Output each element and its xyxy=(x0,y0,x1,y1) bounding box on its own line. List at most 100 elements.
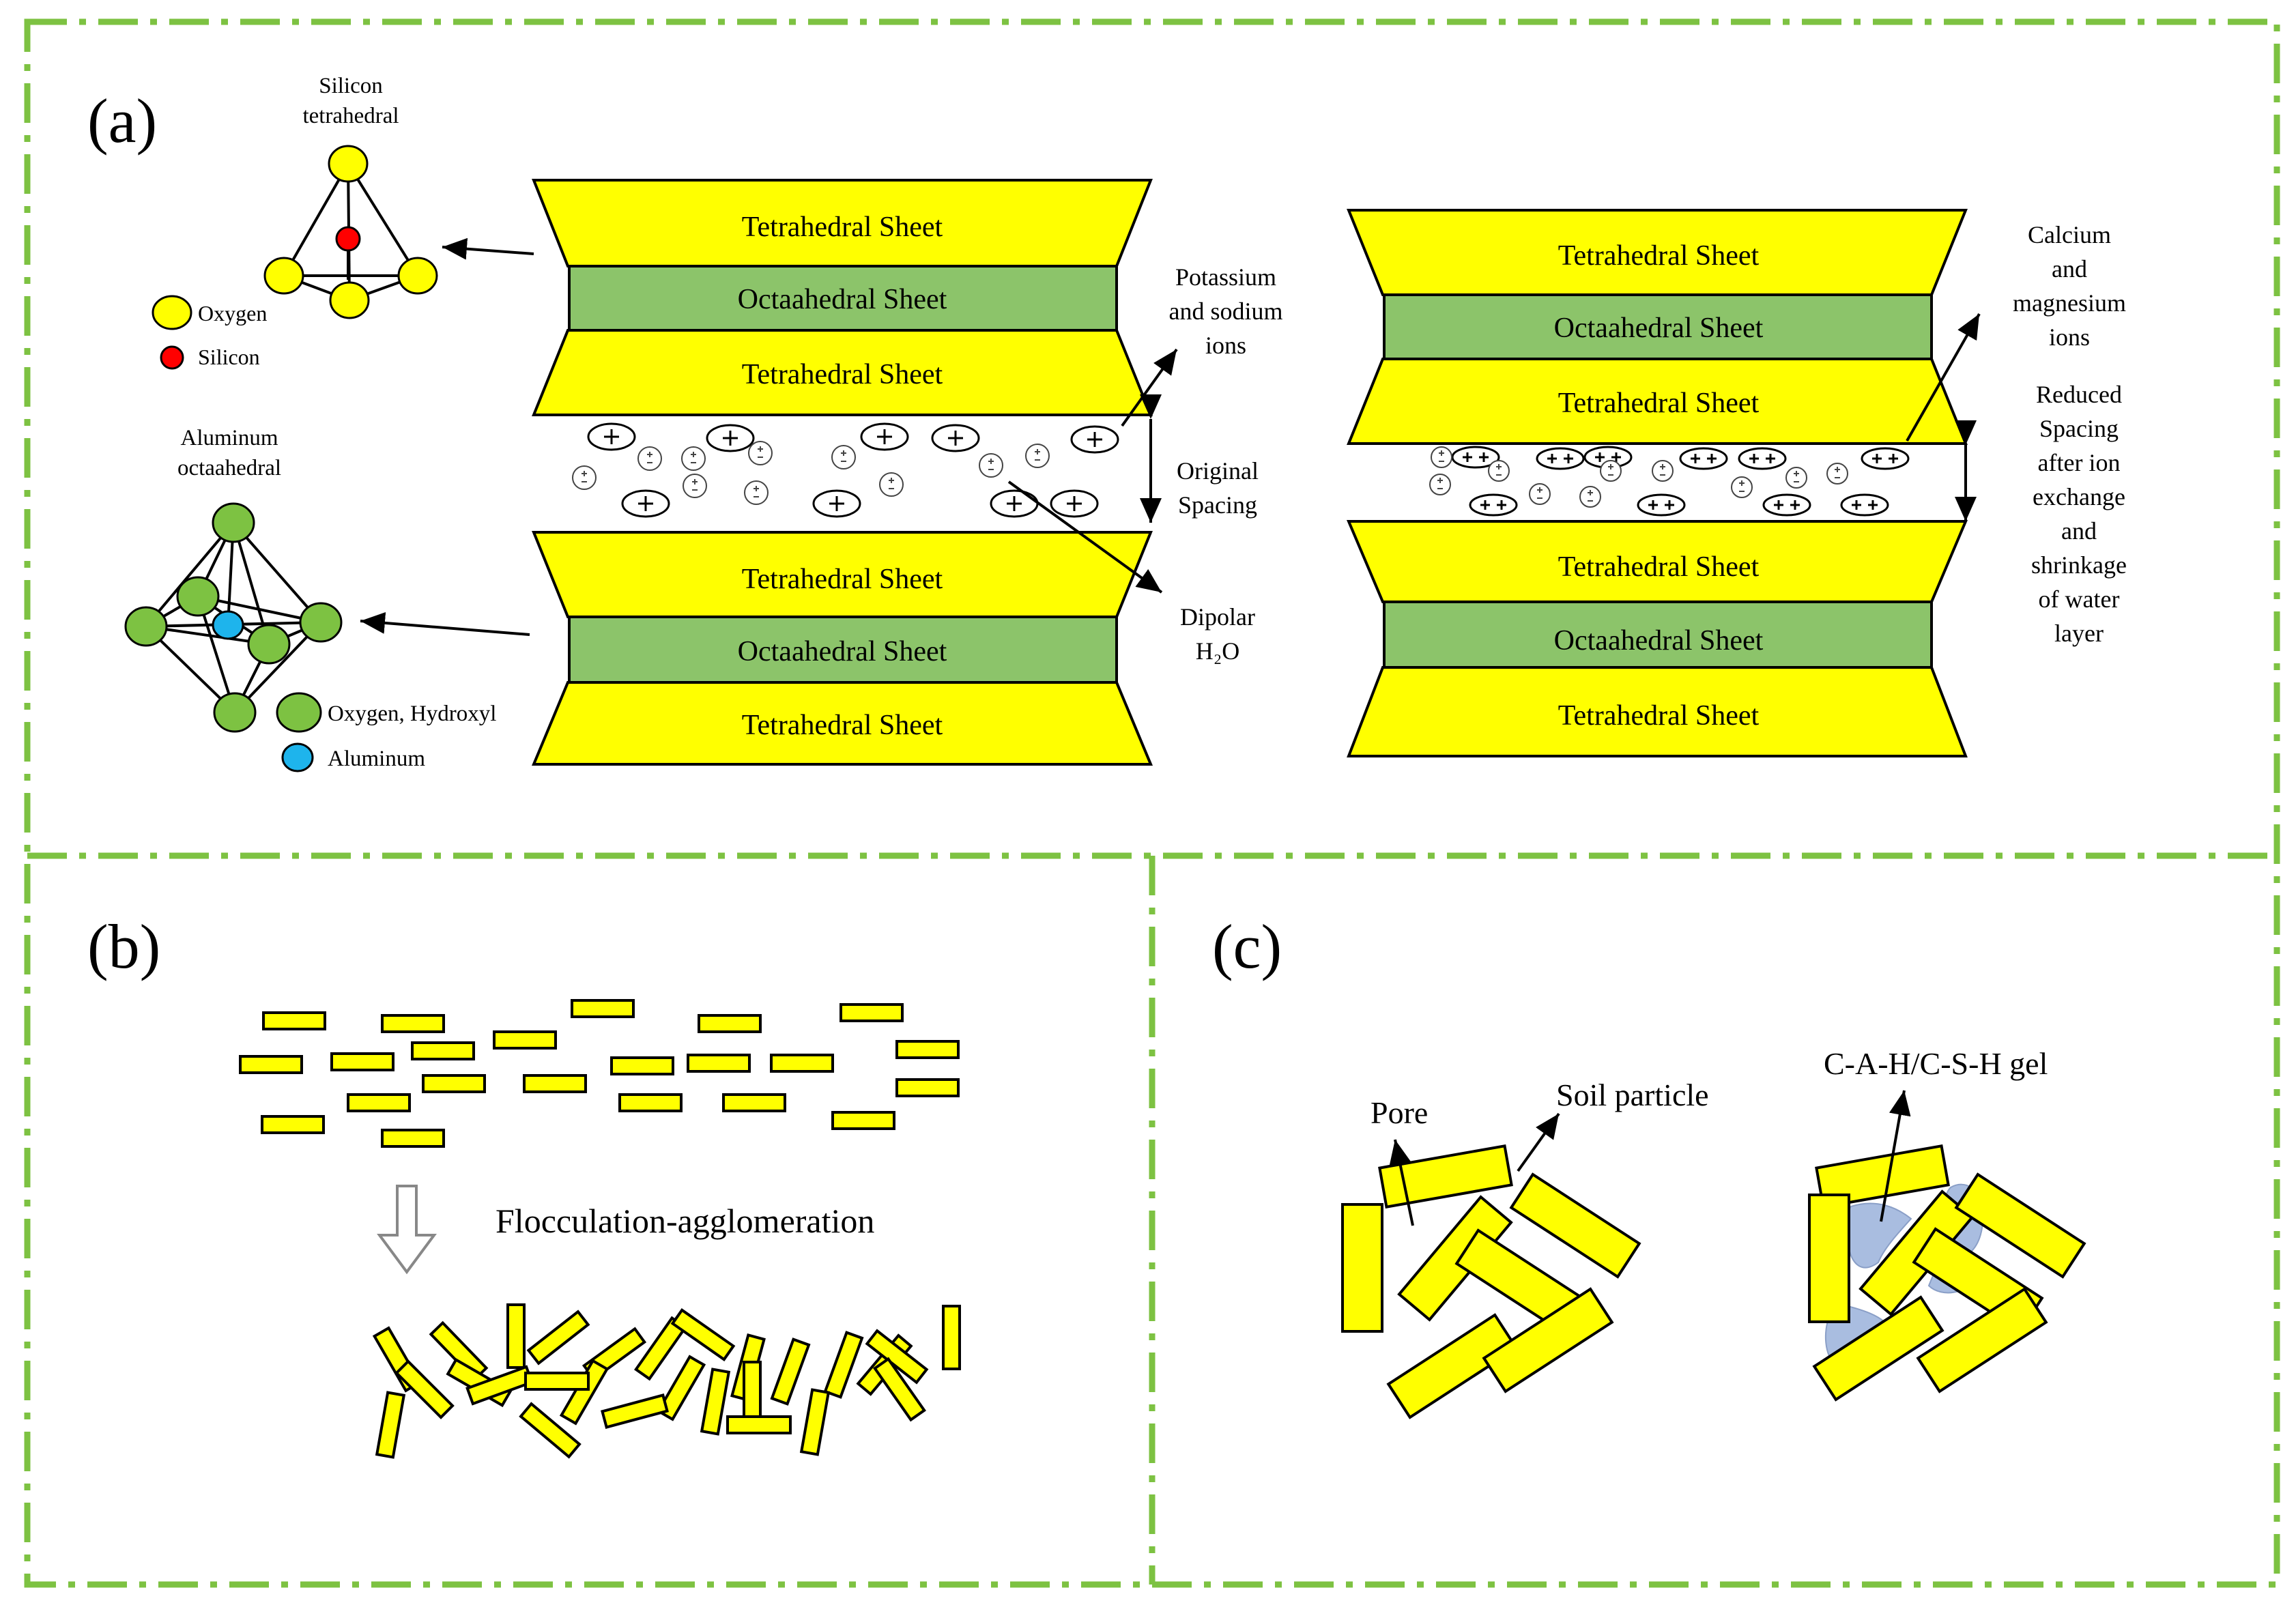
reduced-spacing-line: exchange xyxy=(2033,483,2125,510)
octahedral-sheet xyxy=(568,265,1118,332)
tetrahedral-sheet-label: Tetrahedral Sheet xyxy=(742,710,943,741)
aluminum-legend-marker xyxy=(281,742,314,772)
tetrahedral-sheet xyxy=(532,681,1153,766)
annotation-arrows xyxy=(360,237,1981,636)
silicon-tetrahedron: Silicon tetrahedral Oxygen Silicon xyxy=(152,74,438,370)
potassium-sodium-line3: ions xyxy=(1205,332,1246,359)
cation-icon xyxy=(990,489,1039,518)
lower-layer: Tetrahedral Sheet Octaahedral Sheet Tetr… xyxy=(532,531,1153,766)
clay-particle xyxy=(840,1003,904,1022)
clay-particle xyxy=(506,1303,526,1369)
soil-particle xyxy=(1341,1203,1383,1333)
water-dipole-icon xyxy=(572,465,597,490)
octahedral-sheet xyxy=(568,616,1118,684)
water-dipole-icon xyxy=(1600,460,1622,482)
clay-particle xyxy=(770,1338,811,1406)
arrow-pore xyxy=(1389,1139,1414,1226)
clay-particle xyxy=(770,1054,834,1073)
water-dipole-icon xyxy=(1826,463,1848,485)
water-dipole-icon xyxy=(1785,467,1807,489)
cation-icon xyxy=(1762,493,1811,517)
reduced-spacing-line: layer xyxy=(2054,620,2104,647)
panel-b-label: (b) xyxy=(87,912,160,981)
oxygen-atom xyxy=(328,145,369,183)
clay-particle xyxy=(347,1093,411,1112)
tetrahedral-sheet-label: Tetrahedral Sheet xyxy=(1558,700,1760,732)
oxygen-atom xyxy=(263,257,304,295)
cation-icon xyxy=(931,424,980,452)
octahedral-sheet-label: Octaahedral Sheet xyxy=(1554,313,1764,344)
clay-particle xyxy=(519,1402,582,1459)
pore-label: Pore xyxy=(1371,1095,1428,1130)
octahedral-sheet-label: Octaahedral Sheet xyxy=(738,636,947,667)
oxygen-hydroxyl-legend-marker xyxy=(276,692,322,733)
tetrahedral-sheet-label: Tetrahedral Sheet xyxy=(742,564,943,595)
tetrahedral-sheet-label: Tetrahedral Sheet xyxy=(742,212,943,243)
clay-particle xyxy=(831,1111,895,1130)
clay-particle xyxy=(571,999,635,1018)
tetrahedral-sheet-label: Tetrahedral Sheet xyxy=(1558,551,1760,583)
soil-particle xyxy=(1808,1194,1850,1323)
clay-particle xyxy=(394,1359,455,1419)
flocculated-particles xyxy=(372,1303,961,1459)
dispersed-particles xyxy=(239,999,960,1148)
panel-c-label: (c) xyxy=(1212,912,1282,981)
legend-aluminum: Aluminum xyxy=(328,747,425,771)
clay-particle xyxy=(656,1355,706,1421)
panel-c: (c) Pore Soil particle C-A-H/C-S-H gel xyxy=(1212,912,2086,1419)
arrow-calcium-magnesium xyxy=(1906,313,1981,442)
clay-particle xyxy=(381,1129,445,1148)
clay-particle xyxy=(618,1093,683,1112)
soil-particle xyxy=(1378,1144,1513,1209)
water-dipole-icon xyxy=(748,441,773,465)
silicon-tetrahedral-title-line2: tetrahedral xyxy=(302,104,399,128)
water-dipole-icon xyxy=(979,453,1003,478)
arrow-to-tetrahedron xyxy=(442,237,534,260)
clay-particle xyxy=(670,1308,736,1361)
cation-icon xyxy=(1679,447,1728,470)
dipolar-line2: H₂O xyxy=(1196,637,1240,665)
oxygen-atom xyxy=(329,281,370,319)
clay-particle xyxy=(493,1030,557,1050)
cation-icon xyxy=(1469,493,1518,517)
clay-particle xyxy=(422,1074,486,1093)
clay-particle xyxy=(411,1041,475,1060)
water-dipole-icon xyxy=(683,474,707,498)
clay-particle xyxy=(895,1040,960,1059)
clay-particle xyxy=(375,1391,406,1459)
cation-icon xyxy=(812,489,861,518)
potassium-sodium-line2: and sodium xyxy=(1169,298,1283,325)
clay-particle xyxy=(687,1054,751,1073)
reduced-clay-structure: Tetrahedral Sheet Octaahedral Sheet Tetr… xyxy=(1346,209,1968,757)
cation-icon xyxy=(1583,446,1633,469)
octahedral-sheet-label: Octaahedral Sheet xyxy=(1554,625,1764,656)
panel-a-label: (a) xyxy=(87,86,157,156)
soil-particle xyxy=(1509,1172,1641,1279)
cation-icon xyxy=(1637,493,1686,517)
left-annotations: Potassium and sodium ions Original Spaci… xyxy=(1169,263,1283,665)
clay-particle xyxy=(526,1310,590,1365)
upper-layer: Tetrahedral Sheet Octaahedral Sheet Tetr… xyxy=(1347,209,1968,445)
water-dipole-icon xyxy=(1529,483,1551,505)
water-dipole-icon xyxy=(831,445,856,469)
calcium-magnesium-line4: ions xyxy=(2049,323,2090,351)
octahedral-sheet xyxy=(1383,601,1933,669)
aluminum-octahedral-title-line1: Aluminum xyxy=(180,426,278,450)
silicon-atom xyxy=(335,226,361,252)
reduced-spacing-line: after ion xyxy=(2038,449,2121,476)
clay-particle xyxy=(873,1357,926,1422)
original-clay-structure: Tetrahedral Sheet Octaahedral Sheet Tetr… xyxy=(532,179,1153,766)
arrow-potassium-sodium xyxy=(1121,348,1178,427)
flocculation-label: Flocculation-agglomeration xyxy=(496,1202,874,1240)
clay-particle xyxy=(895,1078,960,1097)
clay-particle xyxy=(523,1074,587,1093)
tetrahedral-sheet-label: Tetrahedral Sheet xyxy=(742,359,943,390)
aluminum-octahedron: Aluminum octaahedral xyxy=(124,426,496,772)
aluminum-octahedral-title-line2: octaahedral xyxy=(177,456,281,480)
right-annotations: Calcium and magnesium ions Reduced Spaci… xyxy=(2013,221,2127,647)
legend-oxygen-hydroxyl: Oxygen, Hydroxyl xyxy=(328,702,496,726)
soil-particle xyxy=(1482,1287,1614,1393)
oxygen-hydroxyl-atom xyxy=(124,606,168,647)
tetrahedral-sheet-label: Tetrahedral Sheet xyxy=(1558,388,1760,419)
